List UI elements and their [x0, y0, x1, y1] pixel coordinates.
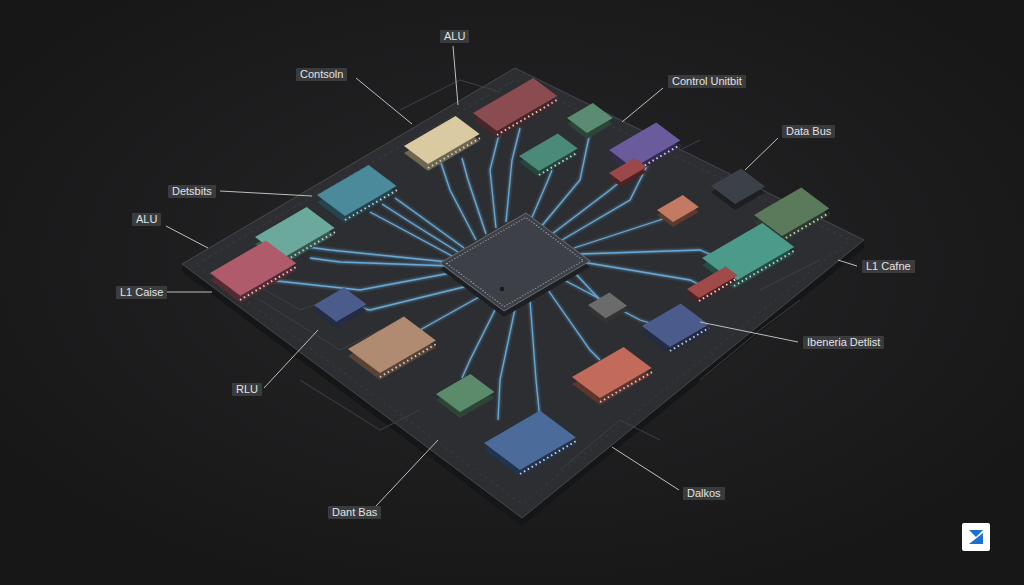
chips: [210, 78, 829, 477]
logo: [962, 523, 990, 551]
board-traces: [230, 80, 820, 470]
part-label: Data Bus: [782, 125, 835, 138]
part-label: L1 Cafne: [862, 260, 915, 273]
circuit-board: [182, 68, 864, 526]
part-label: Dant Bas: [328, 506, 381, 519]
part-label: L1 Caise: [116, 286, 167, 299]
part-label: Dalkos: [683, 487, 725, 500]
part-label: ALU: [132, 213, 161, 226]
part-label: ALU: [440, 30, 469, 43]
data-traces: [268, 128, 718, 420]
part-label: Ibeneria Detlist: [803, 336, 884, 349]
leader-lines: [164, 46, 857, 506]
part-label: Contsoln: [296, 68, 347, 81]
part-label: Detsbits: [168, 185, 216, 198]
part-label: RLU: [232, 383, 262, 396]
part-label: Control Unitbit: [668, 75, 746, 88]
